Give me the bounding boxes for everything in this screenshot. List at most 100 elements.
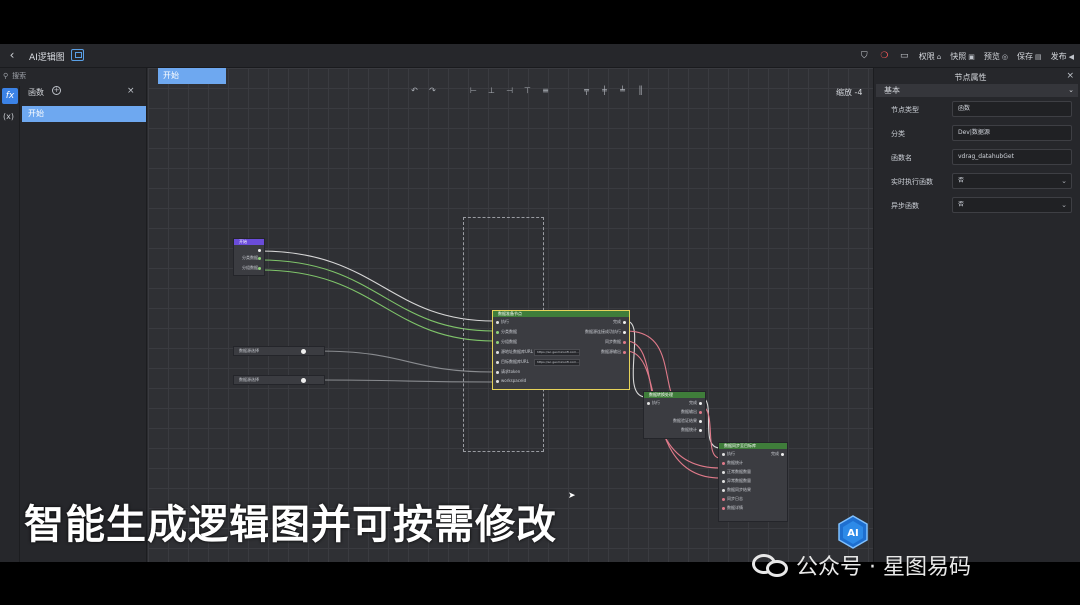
- undo-icon[interactable]: ↶: [411, 86, 418, 95]
- panel-title: 节点属性: [954, 73, 987, 82]
- port[interactable]: [722, 453, 725, 456]
- node-title: 数据转换处理: [644, 392, 705, 398]
- wechat-icon: [752, 552, 790, 578]
- variable-icon[interactable]: (x): [3, 112, 14, 121]
- logic-canvas[interactable]: 开始 ↶ ↷ ⊢ ⊥ ⊣ ⊤ ≡ ╤ ╪ ╧ ║ 缩放 -4: [148, 68, 873, 562]
- port[interactable]: [258, 267, 261, 270]
- align-left-icon[interactable]: ⊢: [470, 86, 477, 95]
- wire: [317, 379, 495, 383]
- close-icon[interactable]: ×: [127, 86, 135, 96]
- align-v-middle-icon[interactable]: ╪: [602, 86, 607, 95]
- node-datasource-select[interactable]: 数据源选择: [233, 375, 325, 385]
- section-basic[interactable]: 基本⌄: [876, 84, 1078, 97]
- port[interactable]: [623, 331, 626, 334]
- async-select[interactable]: 否⌄: [952, 197, 1072, 213]
- port[interactable]: [699, 420, 702, 423]
- redo-icon[interactable]: ↷: [429, 86, 436, 95]
- wire: [625, 320, 647, 398]
- preview-button[interactable]: 预览◎: [983, 51, 1008, 61]
- port[interactable]: [496, 380, 499, 383]
- node-datasource-select[interactable]: 数据源选择: [233, 346, 325, 356]
- svg-text:AI: AI: [847, 528, 858, 539]
- node-row: 请求token: [493, 367, 563, 376]
- node-data-prepare[interactable]: 数据准备节点 执行 分类数据 分组数据 源地址数据库URL 目标数据库URL 请…: [492, 310, 630, 390]
- url-input[interactable]: https://ac.geomicsoft.com...: [534, 359, 580, 366]
- bug-icon[interactable]: ⛉: [860, 50, 868, 61]
- device-icon[interactable]: ▭: [900, 50, 909, 61]
- snapshot-button[interactable]: 快照▣: [950, 51, 975, 61]
- port[interactable]: [722, 462, 725, 465]
- align-center-icon[interactable]: ⊥: [488, 86, 495, 95]
- port[interactable]: [699, 411, 702, 414]
- port[interactable]: [781, 453, 784, 456]
- port[interactable]: [699, 429, 702, 432]
- add-function-icon[interactable]: +: [52, 86, 61, 95]
- publish-button[interactable]: 发布◀: [1050, 51, 1074, 61]
- prop-label: 实时执行函数: [891, 178, 933, 186]
- port[interactable]: [623, 351, 626, 354]
- port[interactable]: [722, 498, 725, 501]
- prop-label: 异步函数: [891, 202, 919, 210]
- function-item-start[interactable]: 开始: [22, 106, 146, 122]
- top-bar: ‹ AI逻辑图 ⛉ ❍ ▭ 权限⌂ 快照▣ 预览◎ 保存▤ 发布◀: [0, 44, 1080, 68]
- node-data-sync[interactable]: 数据同步至目标库 执行完成 数据统计 正常数据数量 异常数据数量 数据同步结果 …: [718, 442, 788, 522]
- node-row: workspaceId: [493, 376, 563, 385]
- port[interactable]: [722, 471, 725, 474]
- node-row: 数据验证结果: [655, 416, 705, 425]
- category-field[interactable]: Dev|数据源: [952, 125, 1072, 141]
- canvas-toolbar: ↶ ↷ ⊢ ⊥ ⊣ ⊤ ≡ ╤ ╪ ╧ ║: [410, 86, 645, 95]
- toggle-dot[interactable]: [301, 378, 306, 383]
- port[interactable]: [258, 257, 261, 260]
- sidebar-icon-column: fx (x): [0, 86, 20, 562]
- wire: [259, 250, 495, 322]
- prop-label: 分类: [891, 130, 905, 138]
- node-data-transform[interactable]: 数据转换处理 执行 完成 数据输出 数据验证结果 数据统计: [643, 391, 706, 439]
- close-icon[interactable]: ×: [1066, 71, 1074, 81]
- alert-icon[interactable]: ❍: [880, 50, 889, 61]
- app-window: ‹ AI逻辑图 ⛉ ❍ ▭ 权限⌂ 快照▣ 预览◎ 保存▤ 发布◀ ⚲搜索 fx…: [0, 44, 1080, 562]
- port[interactable]: [258, 249, 261, 252]
- port[interactable]: [722, 480, 725, 483]
- port[interactable]: [496, 341, 499, 344]
- node-row: 数据详情: [719, 503, 787, 512]
- monitor-icon[interactable]: [71, 49, 84, 61]
- port[interactable]: [647, 402, 650, 405]
- realtime-select[interactable]: 否⌄: [952, 173, 1072, 189]
- node-row: 源地址数据库URL: [493, 347, 563, 357]
- node-start[interactable]: 开始 分类数据 分组数据: [233, 238, 265, 276]
- port[interactable]: [496, 361, 499, 364]
- port[interactable]: [699, 402, 702, 405]
- tab-start[interactable]: 开始: [158, 68, 226, 84]
- align-v-bottom-icon[interactable]: ╧: [620, 86, 625, 95]
- url-input[interactable]: https://ac.geomicsoft.com...: [534, 349, 580, 356]
- align-v-top-icon[interactable]: ╤: [584, 86, 589, 95]
- distribute-h-icon[interactable]: ║: [638, 86, 643, 95]
- port[interactable]: [496, 371, 499, 374]
- function-icon[interactable]: fx: [2, 88, 18, 104]
- toggle-dot[interactable]: [301, 349, 306, 354]
- node-type-field[interactable]: 函数: [952, 101, 1072, 117]
- function-name-field[interactable]: vdrag_datahubGet: [952, 149, 1072, 165]
- search-input[interactable]: ⚲搜索: [3, 72, 27, 80]
- port[interactable]: [722, 507, 725, 510]
- node-properties-panel: 节点属性 × 基本⌄ 节点类型 函数 分类 Dev|数据源 函数名 vdrag_…: [873, 68, 1080, 562]
- port[interactable]: [722, 489, 725, 492]
- node-title: 数据准备节点: [493, 311, 629, 317]
- node-row: 数据同步结果: [719, 485, 787, 494]
- port[interactable]: [496, 321, 499, 324]
- port[interactable]: [496, 351, 499, 354]
- back-icon[interactable]: ‹: [9, 48, 15, 62]
- port[interactable]: [623, 321, 626, 324]
- zoom-level[interactable]: 缩放 -4: [836, 88, 863, 97]
- port[interactable]: [496, 331, 499, 334]
- ai-badge-icon: AI: [836, 515, 870, 549]
- align-top-icon[interactable]: ⊤: [524, 86, 531, 95]
- distribute-icon[interactable]: ≡: [542, 86, 549, 95]
- node-row: 完成: [569, 317, 629, 327]
- align-right-icon[interactable]: ⊣: [506, 86, 513, 95]
- save-button[interactable]: 保存▤: [1016, 51, 1042, 61]
- top-actions: ⛉ ❍ ▭ 权限⌂ 快照▣ 预览◎ 保存▤ 发布◀: [859, 48, 1074, 64]
- port[interactable]: [623, 341, 626, 344]
- permission-button[interactable]: 权限⌂: [918, 51, 942, 61]
- node-row: 异常数据数量: [719, 476, 787, 485]
